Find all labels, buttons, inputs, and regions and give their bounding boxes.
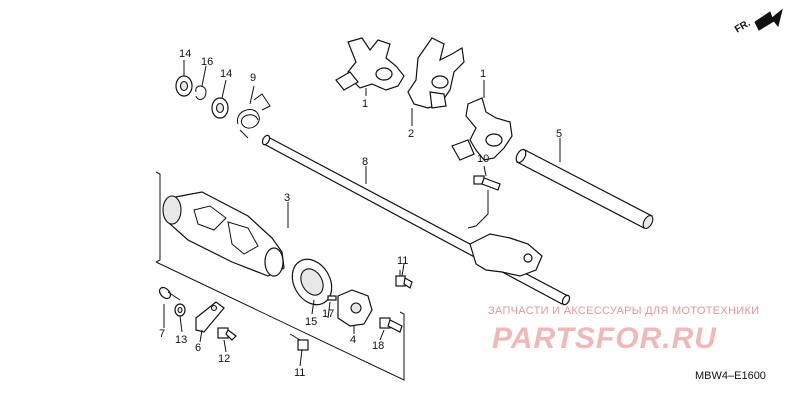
- clip-16-part: [195, 85, 207, 100]
- callout-12: 12: [218, 353, 231, 365]
- plate-part: [195, 301, 225, 333]
- spring-return-part: [236, 93, 271, 139]
- callout-10: 10: [477, 153, 490, 165]
- callout-15: 15: [305, 316, 318, 328]
- callout-17: 17: [322, 308, 335, 320]
- shift-fork-lower-part: [469, 233, 543, 277]
- pin-17-part: [327, 295, 337, 301]
- shift-fork-right-part: [451, 97, 513, 161]
- callout-6: 6: [195, 342, 202, 354]
- bearing-15-part: [291, 258, 333, 306]
- bolt-11-bottom-part: [289, 333, 309, 351]
- shift-fork-upper-part: [335, 37, 405, 91]
- callout-3: 3: [284, 192, 291, 204]
- callout-11-right: 11: [397, 255, 409, 267]
- callout-2: 2: [408, 128, 415, 140]
- callout-18: 18: [372, 340, 385, 352]
- bolt-11-right-part: [395, 275, 413, 289]
- callout-1-right: 1: [480, 68, 487, 80]
- spring-small-part: [158, 286, 181, 301]
- callout-8: 8: [362, 156, 369, 168]
- bolt-12-part: [217, 327, 237, 341]
- short-shaft-part: [515, 148, 654, 230]
- watermark-brand: PARTSFOR.RU: [492, 322, 717, 355]
- front-arrow-icon: [754, 8, 783, 31]
- callout-5: 5: [556, 128, 563, 140]
- bolt-18-part: [379, 317, 403, 333]
- callout-16: 16: [201, 56, 214, 68]
- callout-13: 13: [175, 334, 188, 346]
- washer-14-mid-part: [211, 97, 229, 119]
- diagram-code: MBW4–E1600: [695, 370, 766, 382]
- stopper-part: [337, 289, 373, 327]
- washer-14-top-part: [175, 75, 193, 97]
- callout-14-top: 14: [179, 48, 192, 60]
- watermark-tagline: ЗАПЧАСТИ И АКСЕССУАРЫ ДЛЯ МОТОТЕХНИКИ: [488, 305, 760, 317]
- callout-7: 7: [159, 328, 166, 340]
- bolt-10-part: [473, 175, 501, 191]
- washer-13-part: [174, 303, 186, 317]
- callout-4: 4: [350, 334, 357, 346]
- callout-11-bottom: 11: [294, 367, 306, 379]
- callout-9: 9: [250, 72, 257, 84]
- callout-14-mid: 14: [220, 68, 233, 80]
- callout-1-upper: 1: [362, 98, 369, 110]
- shift-fork-center-part: [407, 37, 465, 109]
- shift-drum-part: [162, 191, 285, 277]
